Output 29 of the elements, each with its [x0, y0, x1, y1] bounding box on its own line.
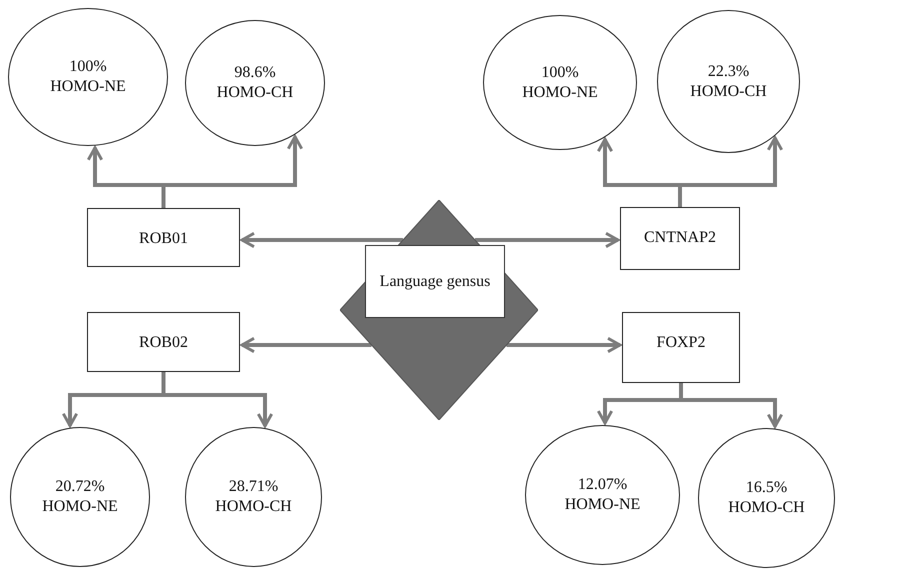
gene-box — [620, 207, 740, 270]
species-label: HOMO-CH — [216, 83, 294, 103]
percentage-value: 100% — [69, 57, 107, 77]
node-label: Language gensus — [380, 272, 490, 292]
arrow — [240, 336, 372, 354]
node-label: ROB02 — [139, 333, 188, 353]
species-label: HOMO-CH — [215, 497, 292, 517]
percentage-value: 20.72% — [55, 477, 105, 497]
species-label: HOMO-NE — [50, 77, 126, 97]
percentage-value: 22.3% — [708, 62, 750, 82]
species-label: HOMO-CH — [728, 498, 805, 518]
arrow — [475, 232, 620, 248]
percentage-value: 12.07% — [578, 475, 628, 495]
node-label: FOXP2 — [656, 333, 706, 353]
node-label: ROB01 — [139, 229, 188, 249]
species-label: HOMO-NE — [42, 497, 118, 517]
percentage-value: 100% — [541, 62, 579, 82]
arrow — [506, 336, 622, 354]
species-label: HOMO-NE — [564, 495, 640, 515]
gene-box — [622, 312, 740, 383]
gene-box — [87, 312, 240, 372]
percentage-value: 98.6% — [234, 63, 276, 83]
percentage-value: 16.5% — [746, 478, 788, 498]
species-label: HOMO-CH — [690, 82, 767, 102]
node-label: CNTNAP2 — [644, 228, 716, 248]
gene-box — [87, 208, 240, 267]
percentage-value: 28.71% — [228, 477, 278, 497]
species-label: HOMO-NE — [522, 82, 598, 102]
arrow — [240, 232, 403, 248]
